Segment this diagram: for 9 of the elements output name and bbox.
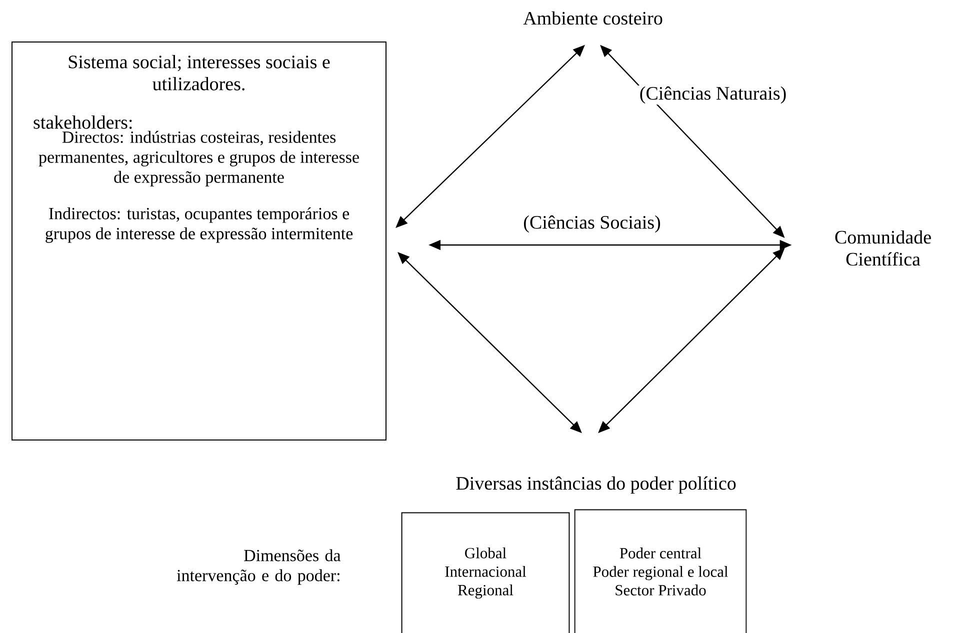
node-label: Ambiente costeiro: [523, 11, 662, 25]
node-label: Diversas instâncias do poder político: [456, 476, 736, 494]
stakeholder-box: Sistema social; interesses sociais e utilizadores. stakeholders: Directos: indústrias costeiras, residentes permanentes, agricultores e grupos de interesse de expressão permanente Indirectos: turistas, ocupantes temporários e grupos de interesse de expressão intermitente: [12, 42, 386, 440]
level-box: Global Internacional Regional: [401, 512, 570, 633]
edge-label: (Ciências Naturais): [638, 85, 788, 105]
node-label: Comunidade Científica: [835, 230, 931, 266]
edge-label: (Ciências Sociais): [522, 214, 662, 234]
level-box: Poder central Poder regional e local Sector Privado: [574, 509, 747, 633]
side-label: Dimensões da intervenção e do poder:: [176, 549, 341, 585]
